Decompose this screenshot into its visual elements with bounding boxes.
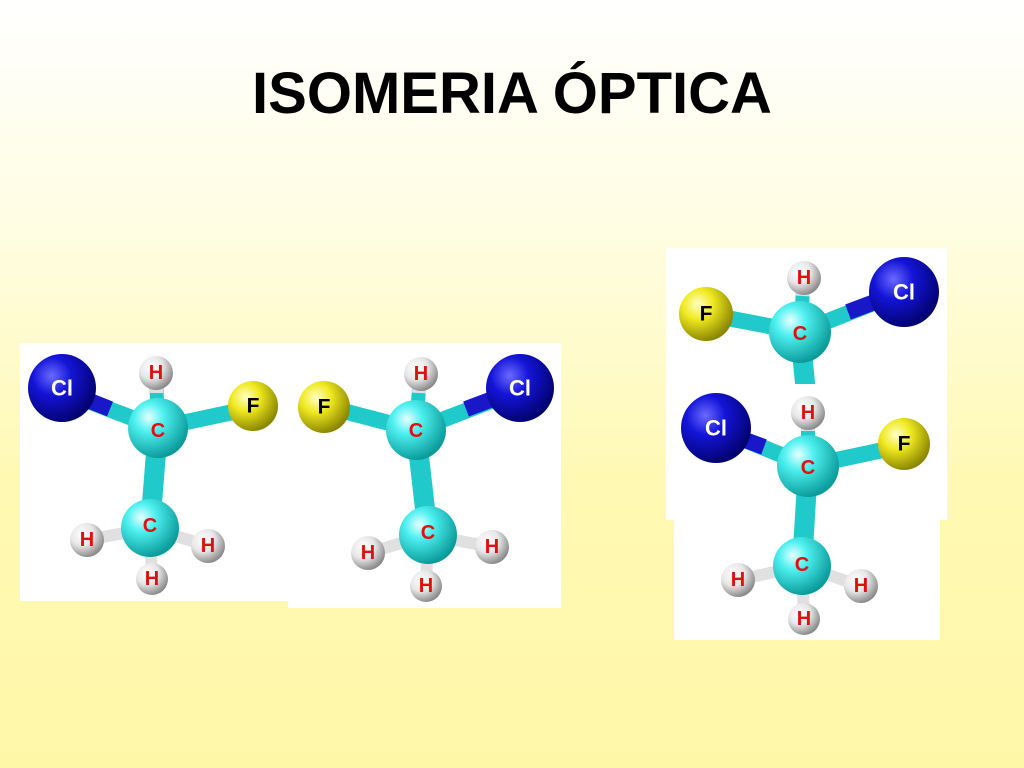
hydrogen-label: H bbox=[797, 267, 811, 289]
hydrogen-atom bbox=[136, 563, 168, 595]
molecule-3-panel: F H Cl C bbox=[666, 248, 947, 384]
carbon-label: C bbox=[801, 457, 815, 479]
slide-title: ISOMERIA ÓPTICA bbox=[252, 61, 772, 126]
hydrogen-label: H bbox=[149, 362, 163, 384]
carbon-atom bbox=[128, 398, 188, 458]
fluorine-atom bbox=[298, 381, 350, 433]
carbon-label: C bbox=[409, 420, 423, 442]
fluorine-label: F bbox=[318, 396, 331, 419]
carbon-label: C bbox=[421, 522, 435, 544]
hydrogen-atom bbox=[788, 603, 820, 635]
molecule-1-panel: Cl H F C H C H H bbox=[20, 343, 288, 601]
chlorine-atom bbox=[869, 257, 939, 327]
chlorine-label: Cl bbox=[893, 280, 915, 305]
hydrogen-label: H bbox=[797, 608, 811, 630]
hydrogen-label: H bbox=[485, 536, 499, 558]
chlorine-label: Cl bbox=[51, 376, 73, 401]
chlorine-atom bbox=[486, 354, 554, 422]
hydrogen-label: H bbox=[361, 542, 375, 564]
carbon-atom bbox=[386, 400, 446, 460]
fluorine-label: F bbox=[700, 303, 713, 326]
hydrogen-atom bbox=[70, 523, 104, 557]
carbon-atom bbox=[769, 301, 831, 363]
carbon-label: C bbox=[793, 323, 807, 345]
hydrogen-atom bbox=[787, 261, 821, 295]
hydrogen-atom bbox=[475, 530, 509, 564]
hydrogen-label: H bbox=[731, 569, 745, 591]
hydrogen-label: H bbox=[414, 363, 428, 385]
molecule-2-model: F H Cl C H C H H bbox=[298, 354, 554, 602]
fluorine-atom bbox=[878, 418, 930, 470]
molecule-1-model: Cl H F C H C H H bbox=[28, 354, 278, 595]
carbon-label: C bbox=[795, 554, 809, 576]
carbon-label: C bbox=[151, 420, 165, 442]
carbon-atom bbox=[773, 537, 831, 595]
carbon-atom bbox=[777, 435, 839, 497]
carbon-atom bbox=[121, 499, 179, 557]
hydrogen-atom bbox=[791, 396, 825, 430]
fluorine-atom bbox=[679, 287, 733, 341]
molecule-3-model: F H Cl C bbox=[679, 257, 939, 384]
molecule-2-panel: F H Cl C H C H H bbox=[288, 343, 561, 608]
hydrogen-atom bbox=[410, 570, 442, 602]
molecule-4-model: Cl H F C H C H H bbox=[681, 393, 930, 635]
chlorine-atom bbox=[681, 393, 751, 463]
carbon-atom bbox=[399, 506, 457, 564]
hydrogen-atom bbox=[191, 529, 225, 563]
hydrogen-atom bbox=[404, 357, 438, 391]
hydrogen-atom bbox=[721, 563, 755, 597]
fluorine-label: F bbox=[898, 433, 911, 456]
hydrogen-atom bbox=[351, 536, 385, 570]
hydrogen-label: H bbox=[419, 575, 433, 597]
hydrogen-label: H bbox=[80, 529, 94, 551]
fluorine-label: F bbox=[247, 395, 260, 418]
chlorine-label: Cl bbox=[509, 376, 531, 401]
fluorine-atom bbox=[228, 381, 278, 431]
carbon-label: C bbox=[143, 515, 157, 537]
hydrogen-label: H bbox=[801, 402, 815, 424]
hydrogen-atom bbox=[844, 569, 878, 603]
hydrogen-label: H bbox=[854, 575, 868, 597]
hydrogen-label: H bbox=[201, 535, 215, 557]
chlorine-atom bbox=[28, 354, 96, 422]
hydrogen-label: H bbox=[145, 568, 159, 590]
chlorine-label: Cl bbox=[705, 416, 727, 441]
hydrogen-atom bbox=[139, 356, 173, 390]
